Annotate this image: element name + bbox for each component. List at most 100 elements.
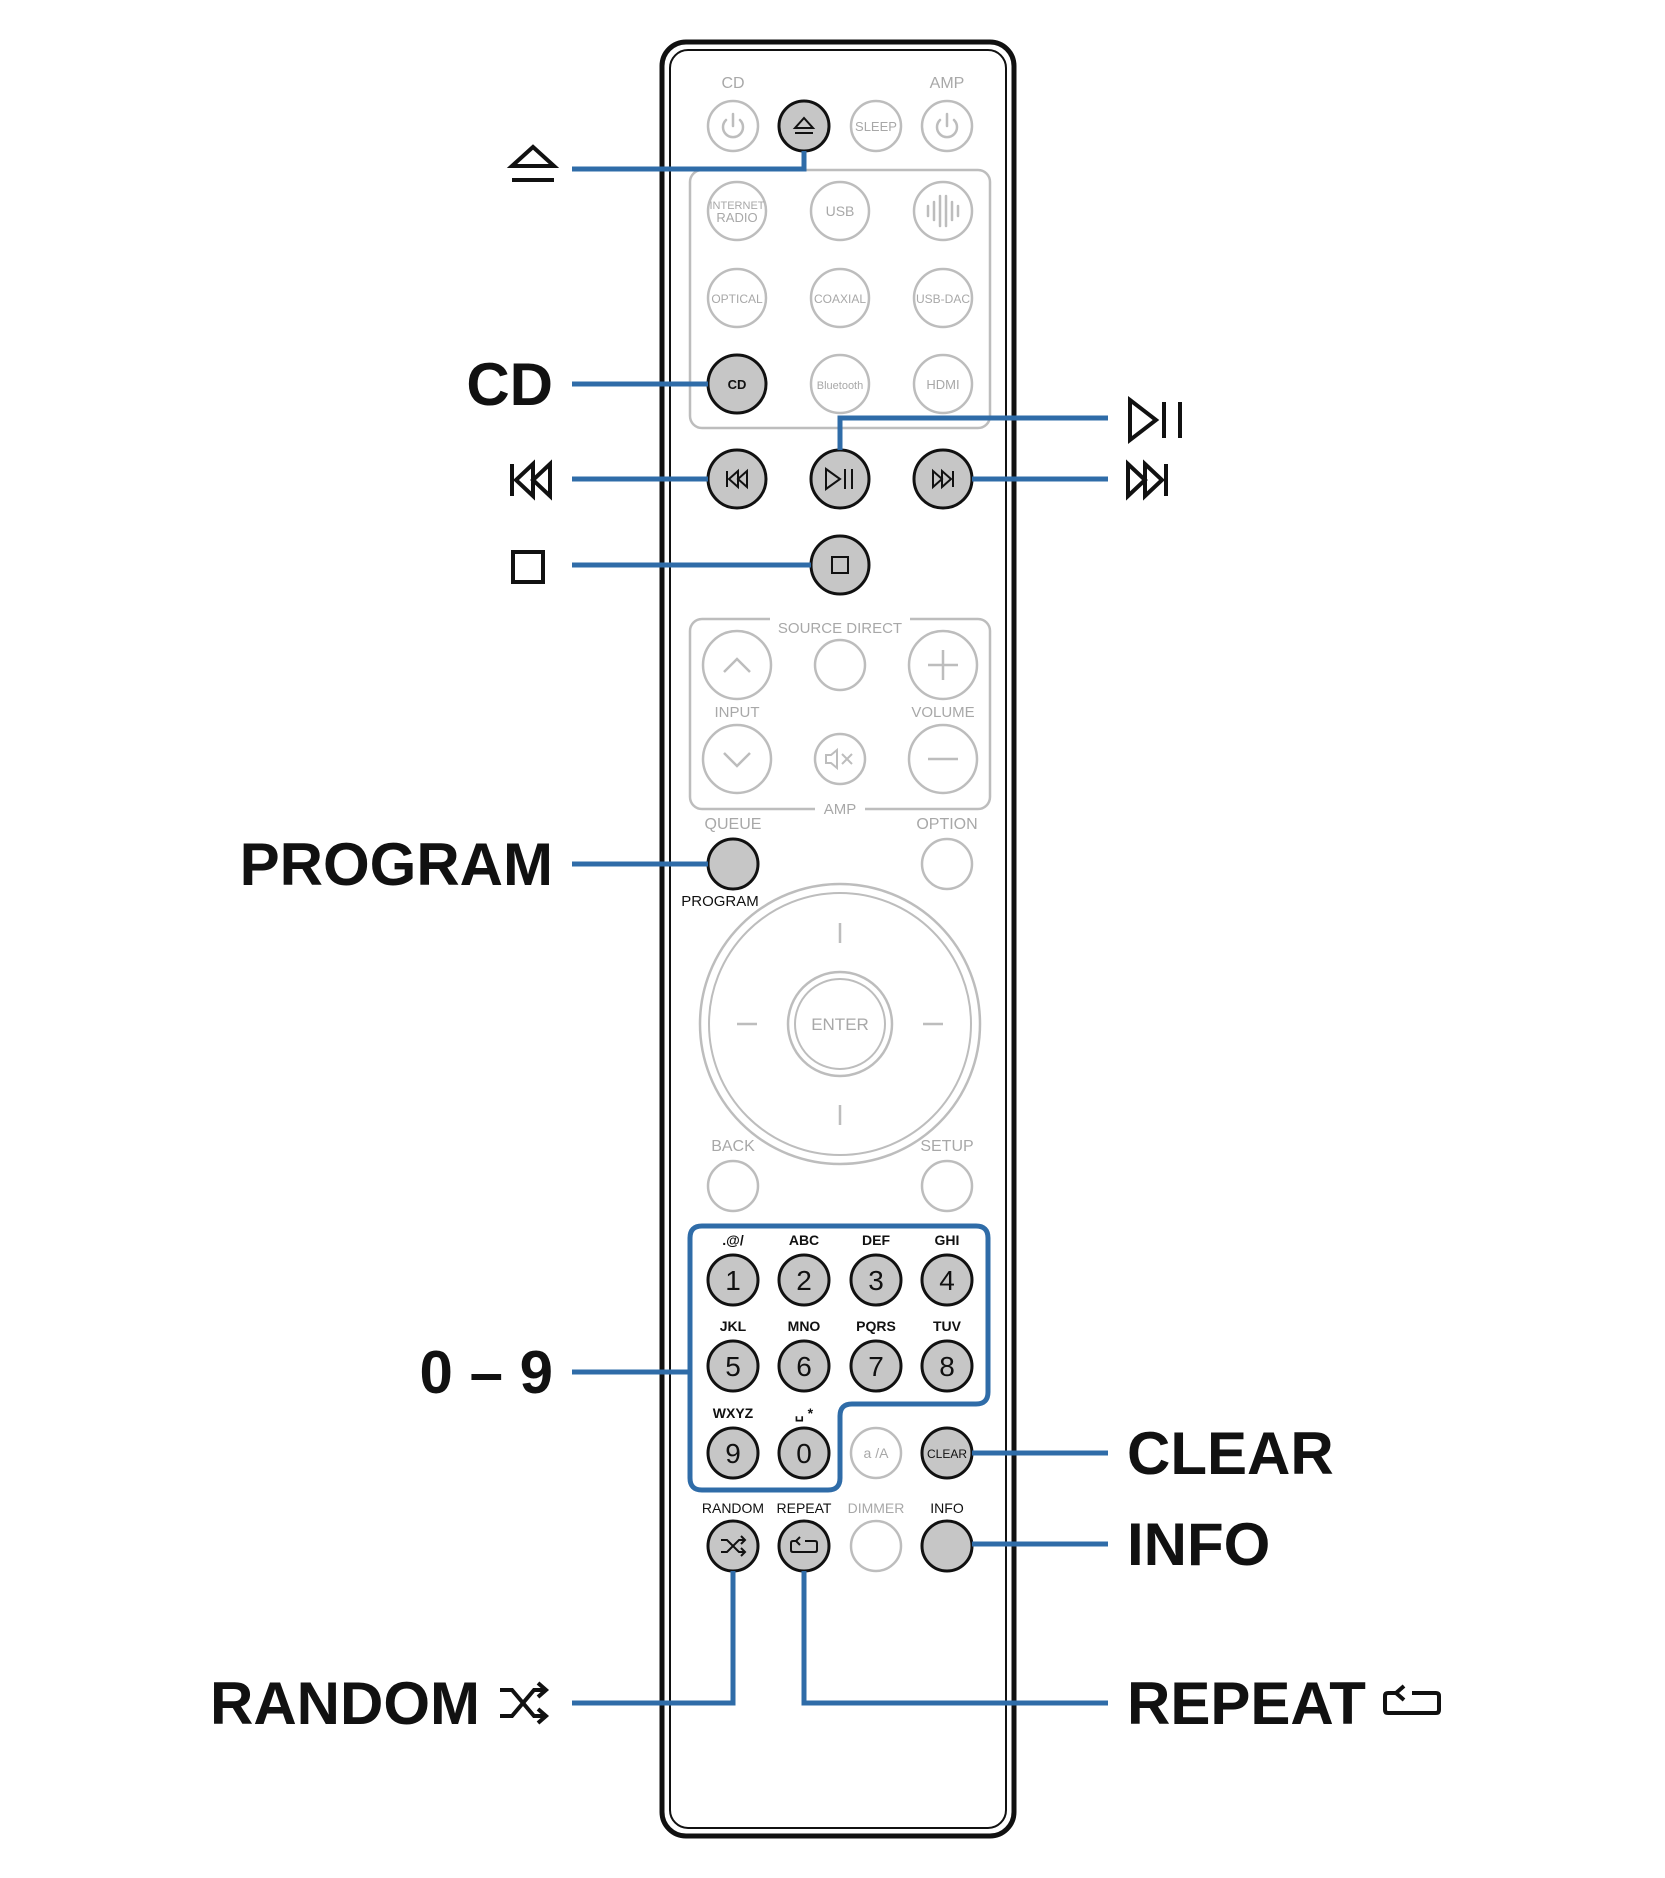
key-9-button[interactable]: WXYZ 9 <box>706 1405 760 1480</box>
internet-radio-label-1: INTERNET <box>710 200 765 212</box>
program-small-label: PROGRAM <box>681 893 759 910</box>
chevron-up-icon <box>723 657 751 673</box>
previous-button[interactable] <box>706 448 768 510</box>
repeat-button[interactable] <box>777 1519 831 1573</box>
eject-button[interactable] <box>777 99 831 153</box>
input-down-button[interactable] <box>701 723 773 795</box>
amp-panel: SOURCE DIRECT AMP INPUT VOLUME <box>688 612 992 818</box>
amp-power-button[interactable] <box>920 99 974 153</box>
key-5-letters: JKL <box>720 1318 747 1334</box>
cd-source-label: CD <box>728 377 747 392</box>
key-0-button[interactable]: ␣ *0 <box>777 1405 831 1480</box>
cd-power-button[interactable] <box>706 99 760 153</box>
source-direct-button[interactable] <box>813 638 867 692</box>
volume-label: VOLUME <box>911 704 974 721</box>
key-2-button[interactable]: ABC 2 <box>777 1232 831 1307</box>
key-6-digit: 6 <box>796 1351 812 1382</box>
program-button[interactable] <box>706 837 760 891</box>
coaxial-button[interactable]: COAXIAL <box>809 267 871 329</box>
leader-lines <box>572 151 1108 1706</box>
play-pause-button[interactable] <box>809 448 871 510</box>
amp-panel-label: AMP <box>824 801 857 818</box>
aa-label: a /A <box>864 1445 890 1461</box>
input-up-button[interactable] <box>701 629 773 701</box>
volume-down-button[interactable] <box>907 723 979 795</box>
key-9-letters: WXYZ <box>713 1405 754 1421</box>
random-button[interactable] <box>706 1519 760 1573</box>
aa-button[interactable]: a /A <box>849 1426 903 1480</box>
dimmer-label: DIMMER <box>848 1500 905 1516</box>
usb-label: USB <box>826 203 855 219</box>
eject-leader <box>572 151 807 172</box>
clear-small-label: CLEAR <box>927 1447 967 1461</box>
dimmer-button[interactable] <box>849 1519 903 1573</box>
plus-icon <box>928 650 958 680</box>
amp-top-label: AMP <box>930 75 965 92</box>
bluetooth-button[interactable]: Bluetooth <box>809 353 871 415</box>
usb-dac-button[interactable]: USB-DAC <box>912 267 974 329</box>
keypad-highlight-frame <box>687 1223 991 1493</box>
key-0-digit: 0 <box>796 1438 812 1469</box>
hdmi-button[interactable]: HDMI <box>912 353 974 415</box>
clear-button[interactable]: CLEAR <box>920 1426 974 1480</box>
key-8-letters: TUV <box>933 1318 962 1334</box>
key-4-letters: GHI <box>935 1232 960 1248</box>
repeat-small-label: REPEAT <box>777 1500 832 1516</box>
key-4-digit: 4 <box>939 1265 955 1296</box>
key-8-button[interactable]: TUV 8 <box>920 1318 974 1393</box>
usb-button[interactable]: USB <box>809 180 871 242</box>
optical-button[interactable]: OPTICAL <box>706 267 768 329</box>
heos-button[interactable] <box>912 180 974 242</box>
digits-callout: 0 – 9 <box>419 1339 553 1406</box>
power-icon <box>721 112 745 139</box>
repeat-leader <box>801 1571 1108 1706</box>
usb-dac-label: USB-DAC <box>916 292 970 306</box>
skip-next-icon <box>932 468 954 490</box>
setup-label: SETUP <box>920 1138 973 1155</box>
back-setup-row: BACK SETUP <box>706 1138 974 1213</box>
info-callout: INFO <box>1127 1511 1271 1578</box>
sleep-button[interactable]: SLEEP <box>849 99 903 153</box>
callout-symbols <box>500 144 1441 1725</box>
skip-previous-icon <box>726 468 748 490</box>
info-button[interactable] <box>920 1519 974 1573</box>
random-leader <box>572 1571 736 1706</box>
key-8-digit: 8 <box>939 1351 955 1382</box>
internet-radio-button[interactable]: INTERNET RADIO <box>706 180 768 242</box>
clear-callout: CLEAR <box>1127 1420 1334 1487</box>
setup-button[interactable] <box>920 1159 974 1213</box>
optical-label: OPTICAL <box>711 292 763 306</box>
key-5-digit: 5 <box>725 1351 741 1382</box>
option-button[interactable] <box>920 837 974 891</box>
play-pause-leader <box>837 415 1108 450</box>
stop-button[interactable] <box>809 534 871 596</box>
key-7-digit: 7 <box>868 1351 884 1382</box>
source-direct-label: SOURCE DIRECT <box>778 620 902 637</box>
key-7-letters: PQRS <box>856 1318 896 1334</box>
cd-source-button[interactable]: CD <box>706 353 768 415</box>
key-9-digit: 9 <box>725 1438 741 1469</box>
enter-button[interactable]: ENTER <box>786 970 894 1078</box>
mute-button[interactable] <box>813 732 867 786</box>
volume-up-button[interactable] <box>907 629 979 701</box>
skip-next-icon <box>1126 459 1168 501</box>
key-2-letters: ABC <box>789 1232 819 1248</box>
key-2-digit: 2 <box>796 1265 812 1296</box>
key-7-button[interactable]: PQRS 7 <box>849 1318 903 1393</box>
key-1-button[interactable]: .@/1 <box>706 1232 760 1307</box>
next-button[interactable] <box>912 448 974 510</box>
key-4-button[interactable]: GHI 4 <box>920 1232 974 1307</box>
back-button[interactable] <box>706 1159 760 1213</box>
chevron-down-icon <box>723 752 751 768</box>
key-5-button[interactable]: JKL 5 <box>706 1318 760 1393</box>
option-label: OPTION <box>916 816 977 833</box>
enter-label: ENTER <box>811 1015 869 1034</box>
back-label: BACK <box>711 1138 755 1155</box>
play-pause-icon <box>1128 395 1182 445</box>
play-pause-icon <box>825 467 853 491</box>
eject-icon <box>792 116 816 134</box>
stop-icon <box>831 556 849 574</box>
